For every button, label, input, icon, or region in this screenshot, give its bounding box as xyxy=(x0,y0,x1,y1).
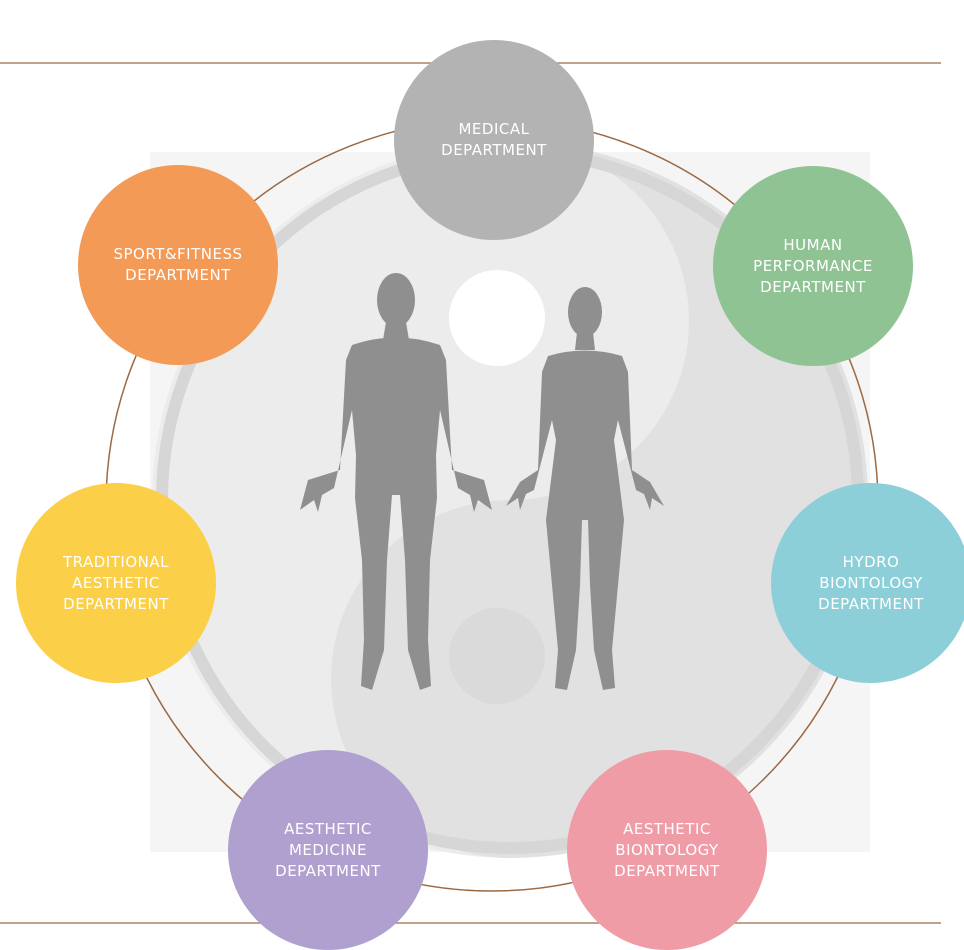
hydro-biontology-department-label: HYDRO BIONTOLOGY DEPARTMENT xyxy=(818,552,924,615)
human-performance-department-label-line: PERFORMANCE xyxy=(753,256,873,275)
human-performance-department-label: HUMAN PERFORMANCE DEPARTMENT xyxy=(753,235,873,298)
aesthetic-medicine-department-label-line: AESTHETIC xyxy=(284,819,372,838)
medical-department-node[interactable]: MEDICAL DEPARTMENT xyxy=(394,40,594,240)
aesthetic-biontology-department-label-line: AESTHETIC xyxy=(623,819,711,838)
medical-department-label-line: MEDICAL xyxy=(458,120,530,138)
aesthetic-medicine-department-node[interactable]: AESTHETIC MEDICINE DEPARTMENT xyxy=(228,750,428,950)
traditional-aesthetic-department-label-line: TRADITIONAL xyxy=(63,552,169,571)
traditional-aesthetic-department-label-line: DEPARTMENT xyxy=(63,594,169,613)
human-performance-department-label-line: HUMAN xyxy=(783,235,843,254)
sport-fitness-department-label-line: SPORT&FITNESS xyxy=(113,245,243,263)
yin-yang-dark-dot xyxy=(449,608,545,704)
aesthetic-medicine-department-label-line: MEDICINE xyxy=(288,840,367,859)
female-silhouette-icon xyxy=(506,287,664,690)
aesthetic-biontology-department-label: AESTHETIC BIONTOLOGY DEPARTMENT xyxy=(614,819,720,882)
human-performance-department-label-line: DEPARTMENT xyxy=(760,277,866,296)
medical-department-label: MEDICAL DEPARTMENT xyxy=(441,119,547,161)
traditional-aesthetic-department-label: TRADITIONAL AESTHETIC DEPARTMENT xyxy=(63,552,169,615)
hydro-biontology-department-node[interactable]: HYDRO BIONTOLOGY DEPARTMENT xyxy=(771,483,964,683)
aesthetic-biontology-department-label-line: BIONTOLOGY xyxy=(615,840,719,859)
aesthetic-biontology-department-node[interactable]: AESTHETIC BIONTOLOGY DEPARTMENT xyxy=(567,750,767,950)
hydro-biontology-department-label-line: BIONTOLOGY xyxy=(819,573,923,592)
aesthetic-medicine-department-label: AESTHETIC MEDICINE DEPARTMENT xyxy=(275,819,381,882)
aesthetic-medicine-department-label-line: DEPARTMENT xyxy=(275,861,381,880)
yin-yang-light-dot xyxy=(449,270,545,366)
human-performance-department-node[interactable]: HUMAN PERFORMANCE DEPARTMENT xyxy=(713,166,913,366)
male-silhouette-icon xyxy=(300,273,492,690)
traditional-aesthetic-department-node[interactable]: TRADITIONAL AESTHETIC DEPARTMENT xyxy=(16,483,216,683)
hydro-biontology-department-label-line: DEPARTMENT xyxy=(818,594,924,613)
traditional-aesthetic-department-label-line: AESTHETIC xyxy=(72,573,160,592)
sport-fitness-department-label: SPORT&FITNESS DEPARTMENT xyxy=(113,244,242,286)
sport-fitness-department-node[interactable]: SPORT&FITNESS DEPARTMENT xyxy=(78,165,278,365)
medical-department-label-line: DEPARTMENT xyxy=(441,141,547,159)
aesthetic-biontology-department-label-line: DEPARTMENT xyxy=(614,861,720,880)
sport-fitness-department-label-line: DEPARTMENT xyxy=(125,266,231,284)
hydro-biontology-department-label-line: HYDRO xyxy=(842,552,900,571)
